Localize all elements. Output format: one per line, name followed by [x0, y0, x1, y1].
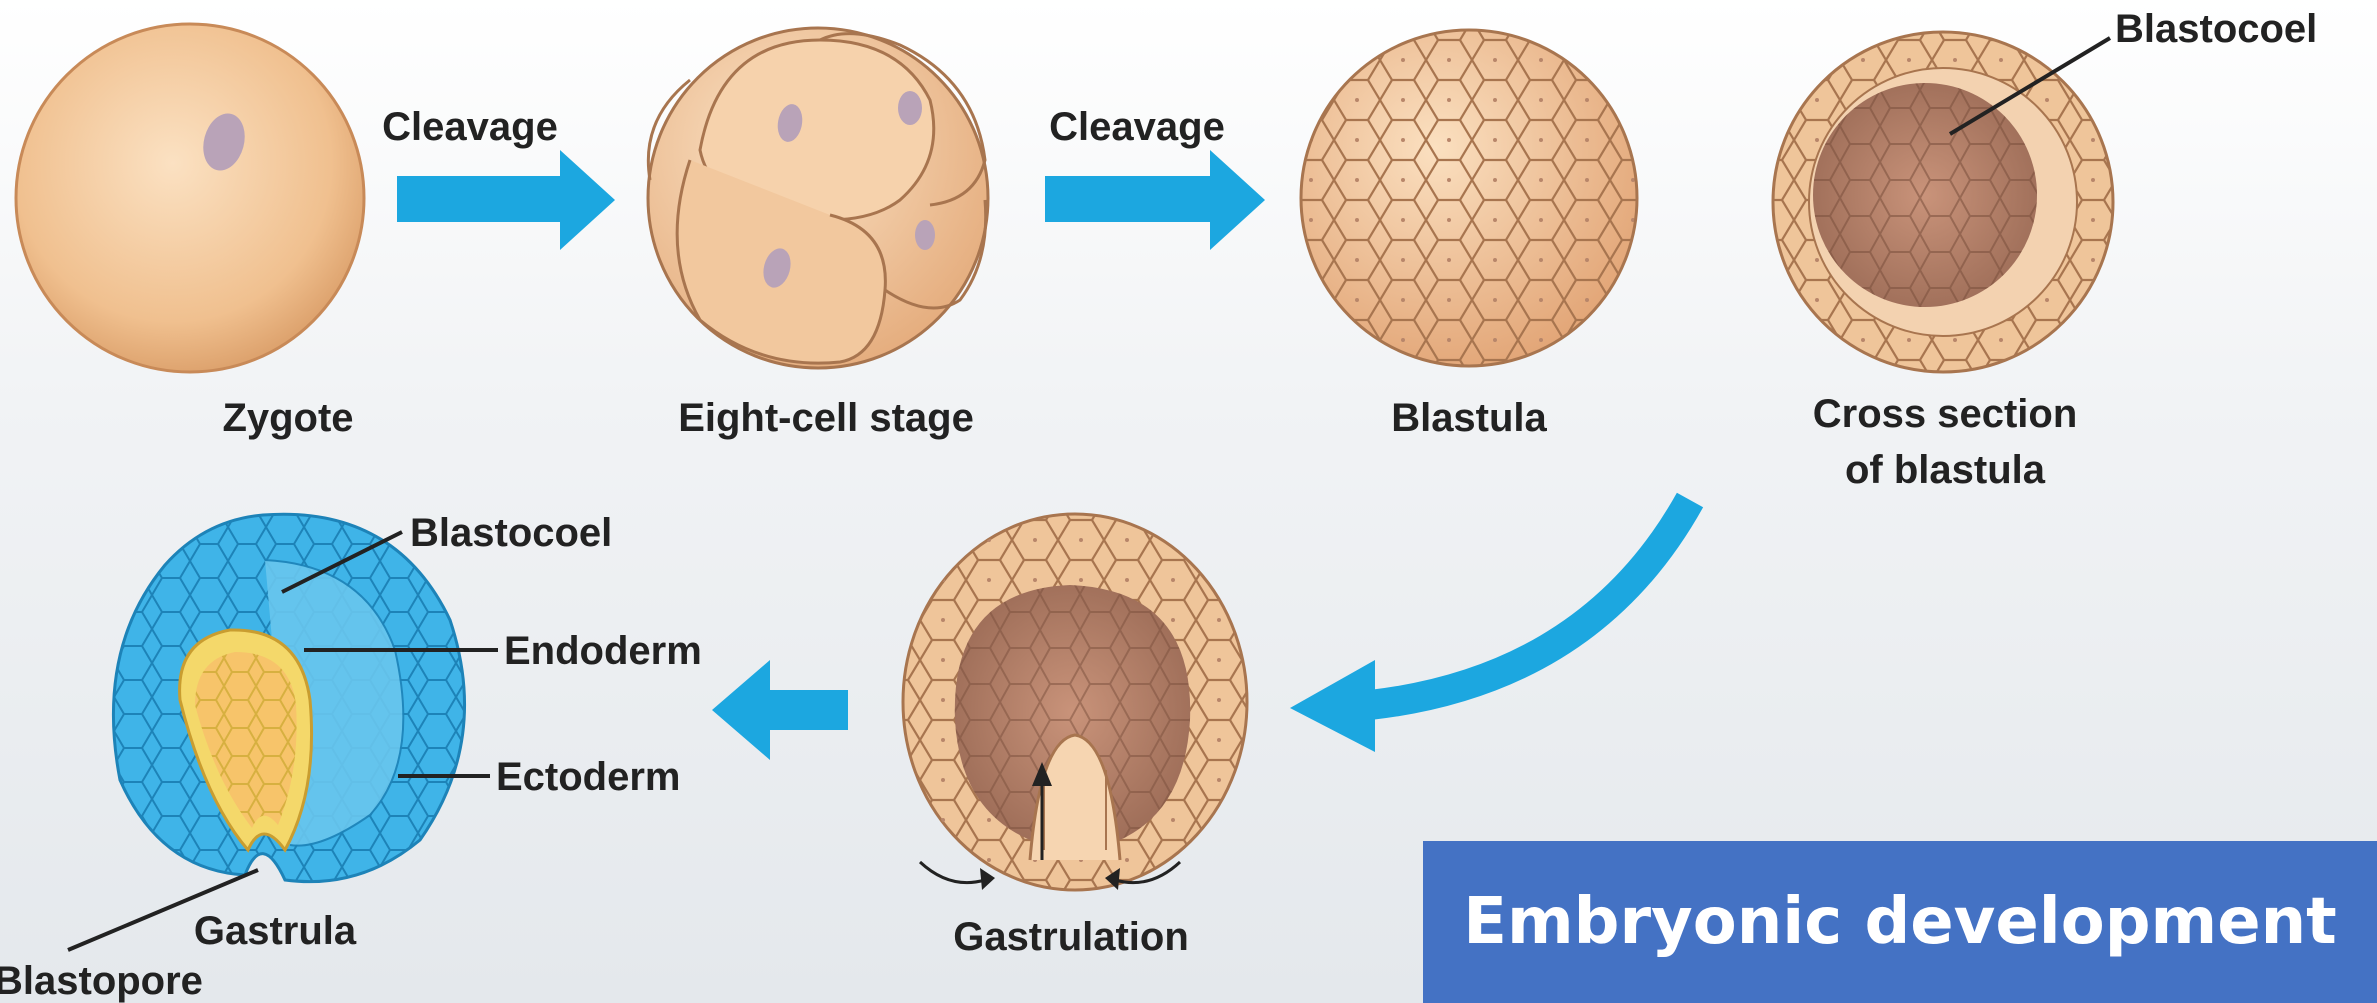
blastocoel-top-label: Blastocoel	[2115, 7, 2317, 51]
blastopore-label: Blastopore	[0, 959, 203, 1003]
endoderm-label: Endoderm	[504, 629, 702, 673]
blastula-label: Blastula	[1391, 396, 1547, 440]
cleavage-label-1: Cleavage	[382, 105, 558, 149]
blastula-cross-section-illustration	[1770, 30, 2120, 380]
eight-cell-label: Eight-cell stage	[678, 396, 974, 440]
gastrula-label: Gastrula	[194, 909, 357, 953]
blastocoel-gastrula-label: Blastocoel	[410, 511, 612, 555]
gastrula-illustration	[113, 514, 464, 881]
gastrulation-label: Gastrulation	[953, 915, 1189, 959]
zygote-label: Zygote	[222, 396, 353, 440]
cross-section-label-line2: of blastula	[1845, 448, 2046, 492]
ectoderm-label: Ectoderm	[496, 755, 681, 799]
curved-arrow	[1290, 500, 1690, 752]
cleavage-label-2: Cleavage	[1049, 105, 1225, 149]
cross-section-label-line1: Cross section	[1813, 392, 2078, 436]
left-arrow	[712, 660, 848, 760]
cleavage-arrow-1	[397, 150, 615, 250]
cleavage-arrow-2	[1045, 150, 1265, 250]
eight-cell-illustration	[648, 28, 988, 368]
zygote-illustration	[16, 24, 364, 372]
title-banner: Embryonic development	[1423, 841, 2377, 1003]
gastrulation-illustration	[900, 510, 1250, 900]
title-text: Embryonic development	[1463, 885, 2337, 959]
blastula-illustration	[1295, 25, 1645, 375]
